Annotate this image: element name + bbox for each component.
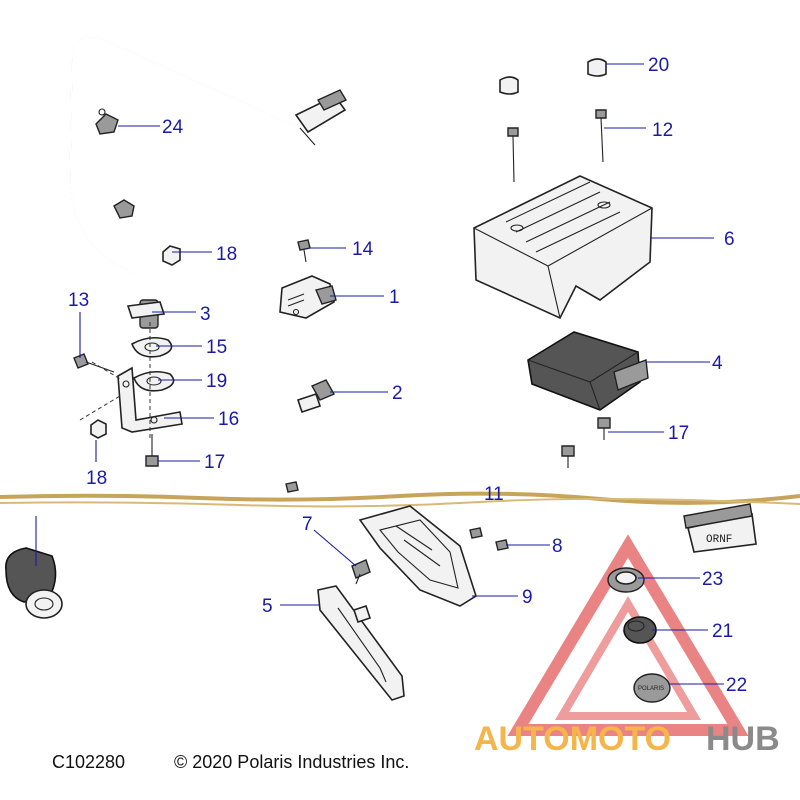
screw-part-8 bbox=[469, 527, 509, 551]
callout-19: 19 bbox=[206, 371, 227, 392]
bolt-part-17-left bbox=[145, 434, 159, 467]
watermark-text-part1: AUTOMOTO bbox=[474, 720, 671, 758]
callout-13: 13 bbox=[68, 290, 89, 311]
callout-3: 3 bbox=[200, 304, 211, 325]
watermark-triangle-icon bbox=[507, 534, 749, 736]
callout-9: 9 bbox=[522, 587, 533, 608]
callout-16: 16 bbox=[218, 409, 239, 430]
torn-edge bbox=[0, 491, 800, 508]
nut-part-18-upper bbox=[162, 245, 181, 266]
gasket-part-15 bbox=[131, 336, 173, 358]
callout-15: 15 bbox=[206, 337, 227, 358]
wiring-harness bbox=[69, 36, 348, 303]
callout-6: 6 bbox=[724, 229, 735, 250]
callout-12: 12 bbox=[652, 120, 673, 141]
callout-23: 23 bbox=[702, 569, 723, 590]
cap-part-22: POLARIS bbox=[633, 673, 671, 703]
callout-18-upper: 18 bbox=[216, 244, 237, 265]
cap-brand-label: POLARIS bbox=[638, 686, 664, 692]
callout-5: 5 bbox=[262, 596, 273, 617]
callout-17-left: 17 bbox=[204, 452, 225, 473]
callout-17-right: 17 bbox=[668, 423, 689, 444]
callout-24: 24 bbox=[162, 117, 184, 138]
callout-21: 21 bbox=[712, 621, 733, 642]
bolt-part-17-right bbox=[561, 417, 611, 468]
sensor-part-3 bbox=[126, 299, 166, 329]
callout-2: 2 bbox=[392, 383, 403, 404]
callout-1: 1 bbox=[389, 287, 400, 308]
watermark-text-part2: HUB bbox=[706, 720, 780, 758]
mode-switch-label: ORNF bbox=[706, 534, 732, 546]
callout-18-lower: 18 bbox=[86, 468, 107, 489]
callout-14: 14 bbox=[352, 239, 374, 260]
sensor-part-1 bbox=[279, 275, 337, 319]
bracket-part-5 bbox=[317, 585, 405, 701]
footer: C102280 © 2020 Polaris Industries Inc. bbox=[52, 752, 409, 772]
callouts: 1 2 3 4 5 6 7 8 9 11 12 13 14 15 16 17 1… bbox=[68, 55, 747, 696]
watermark-text: AUTOMOTO HUB bbox=[474, 720, 780, 758]
bolt-part-11 bbox=[285, 481, 299, 493]
bolt-part-14 bbox=[297, 239, 311, 263]
callout-7: 7 bbox=[302, 514, 313, 535]
gasket-part-19 bbox=[133, 370, 175, 392]
ignition-switch bbox=[5, 547, 63, 619]
cap-part-20 bbox=[499, 58, 607, 95]
rivet-part-7 bbox=[351, 559, 371, 585]
clip-part-24 bbox=[95, 108, 135, 219]
assembly-lines-left bbox=[79, 322, 151, 440]
callout-11: 11 bbox=[484, 484, 504, 505]
callout-22: 22 bbox=[726, 675, 747, 696]
ring-part-23 bbox=[607, 567, 645, 593]
copyright: © 2020 Polaris Industries Inc. bbox=[174, 752, 409, 772]
module-part-4 bbox=[527, 331, 649, 411]
sensor-part-2 bbox=[296, 379, 335, 414]
cap-part-21 bbox=[623, 616, 657, 644]
diagram-id: C102280 bbox=[52, 752, 125, 772]
callout-4: 4 bbox=[712, 353, 723, 374]
bolt-part-12 bbox=[507, 109, 607, 183]
cover-part-6 bbox=[473, 175, 653, 320]
callout-8: 8 bbox=[552, 536, 563, 557]
ecu-part-9 bbox=[358, 505, 477, 607]
callout-20: 20 bbox=[648, 55, 669, 76]
nut-part-18-lower bbox=[90, 419, 107, 439]
watermark bbox=[507, 534, 749, 736]
leader-lines bbox=[35, 63, 724, 685]
mode-switch: ORNF bbox=[683, 503, 757, 553]
